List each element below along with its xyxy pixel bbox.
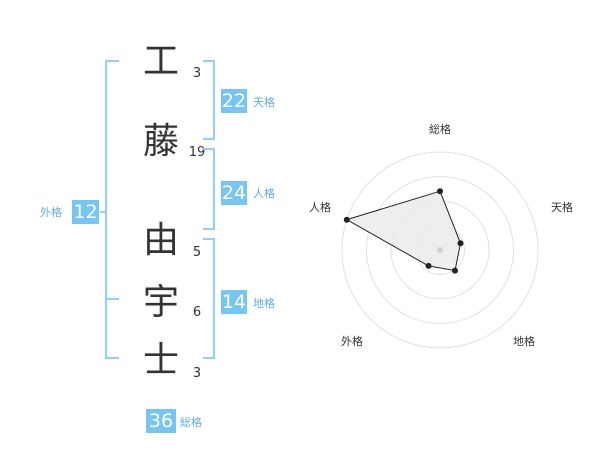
radar-point-2 <box>452 267 458 274</box>
name-char-2: 藤 <box>142 121 179 162</box>
name-char-5: 士 <box>142 340 179 381</box>
radar-point-3 <box>425 262 432 269</box>
radar-point-1 <box>457 240 464 247</box>
gaikaku-bracket-tick <box>100 211 106 213</box>
chikaku-bracket-vertical <box>213 238 215 359</box>
stroke-count-4: 6 <box>192 305 202 320</box>
tenkaku-bracket-bottom <box>203 138 215 140</box>
jinkaku-bracket-vertical <box>213 148 215 230</box>
gaikaku-badge: 12 <box>72 200 99 224</box>
jinkaku-bracket-bottom <box>203 228 215 230</box>
radar-ring <box>341 151 539 349</box>
radar-center <box>437 247 443 253</box>
radar-point-4 <box>343 216 350 223</box>
stroke-count-2: 19 <box>188 145 206 160</box>
gaikaku-bracket-top <box>105 60 119 62</box>
radar-label-gaikaku: 外格 <box>341 335 363 348</box>
tenkaku-badge: 22 <box>221 89 247 113</box>
radar-polygon <box>345 190 462 272</box>
radar-label-chikaku: 地格 <box>513 335 535 348</box>
stroke-count-3: 5 <box>192 245 202 260</box>
soukaku-badge: 36 <box>146 409 176 433</box>
jinkaku-bracket-top <box>203 148 215 150</box>
name-char-1: 工 <box>142 41 179 82</box>
jinkaku-label: 人格 <box>253 187 275 200</box>
radar-label-soukaku: 総格 <box>429 123 451 136</box>
gaikaku-bracket-mid <box>105 298 119 300</box>
radar-point-0 <box>437 188 443 195</box>
name-char-4: 宇 <box>142 282 179 323</box>
stroke-count-5: 3 <box>192 366 202 381</box>
gaikaku-bracket-bottom <box>105 357 119 359</box>
gaikaku-label: 外格 <box>40 206 62 219</box>
radar-label-tenkaku: 天格 <box>551 201 573 214</box>
radar-points <box>343 188 464 274</box>
tenkaku-bracket-top <box>203 60 215 62</box>
soukaku-label: 総格 <box>180 416 202 429</box>
chikaku-bracket-bottom <box>203 357 215 359</box>
chikaku-badge: 14 <box>221 290 247 314</box>
gaikaku-bracket-vertical <box>105 60 107 359</box>
name-char-3: 由 <box>142 220 179 261</box>
stroke-count-1: 3 <box>192 66 202 81</box>
chikaku-label: 地格 <box>253 297 275 310</box>
tenkaku-label: 天格 <box>253 96 275 109</box>
jinkaku-badge: 24 <box>221 181 247 205</box>
chikaku-bracket-top <box>203 238 215 240</box>
radar-ring <box>366 176 514 324</box>
radar-label-jinkaku: 人格 <box>309 201 331 214</box>
tenkaku-bracket-vertical <box>213 60 215 140</box>
